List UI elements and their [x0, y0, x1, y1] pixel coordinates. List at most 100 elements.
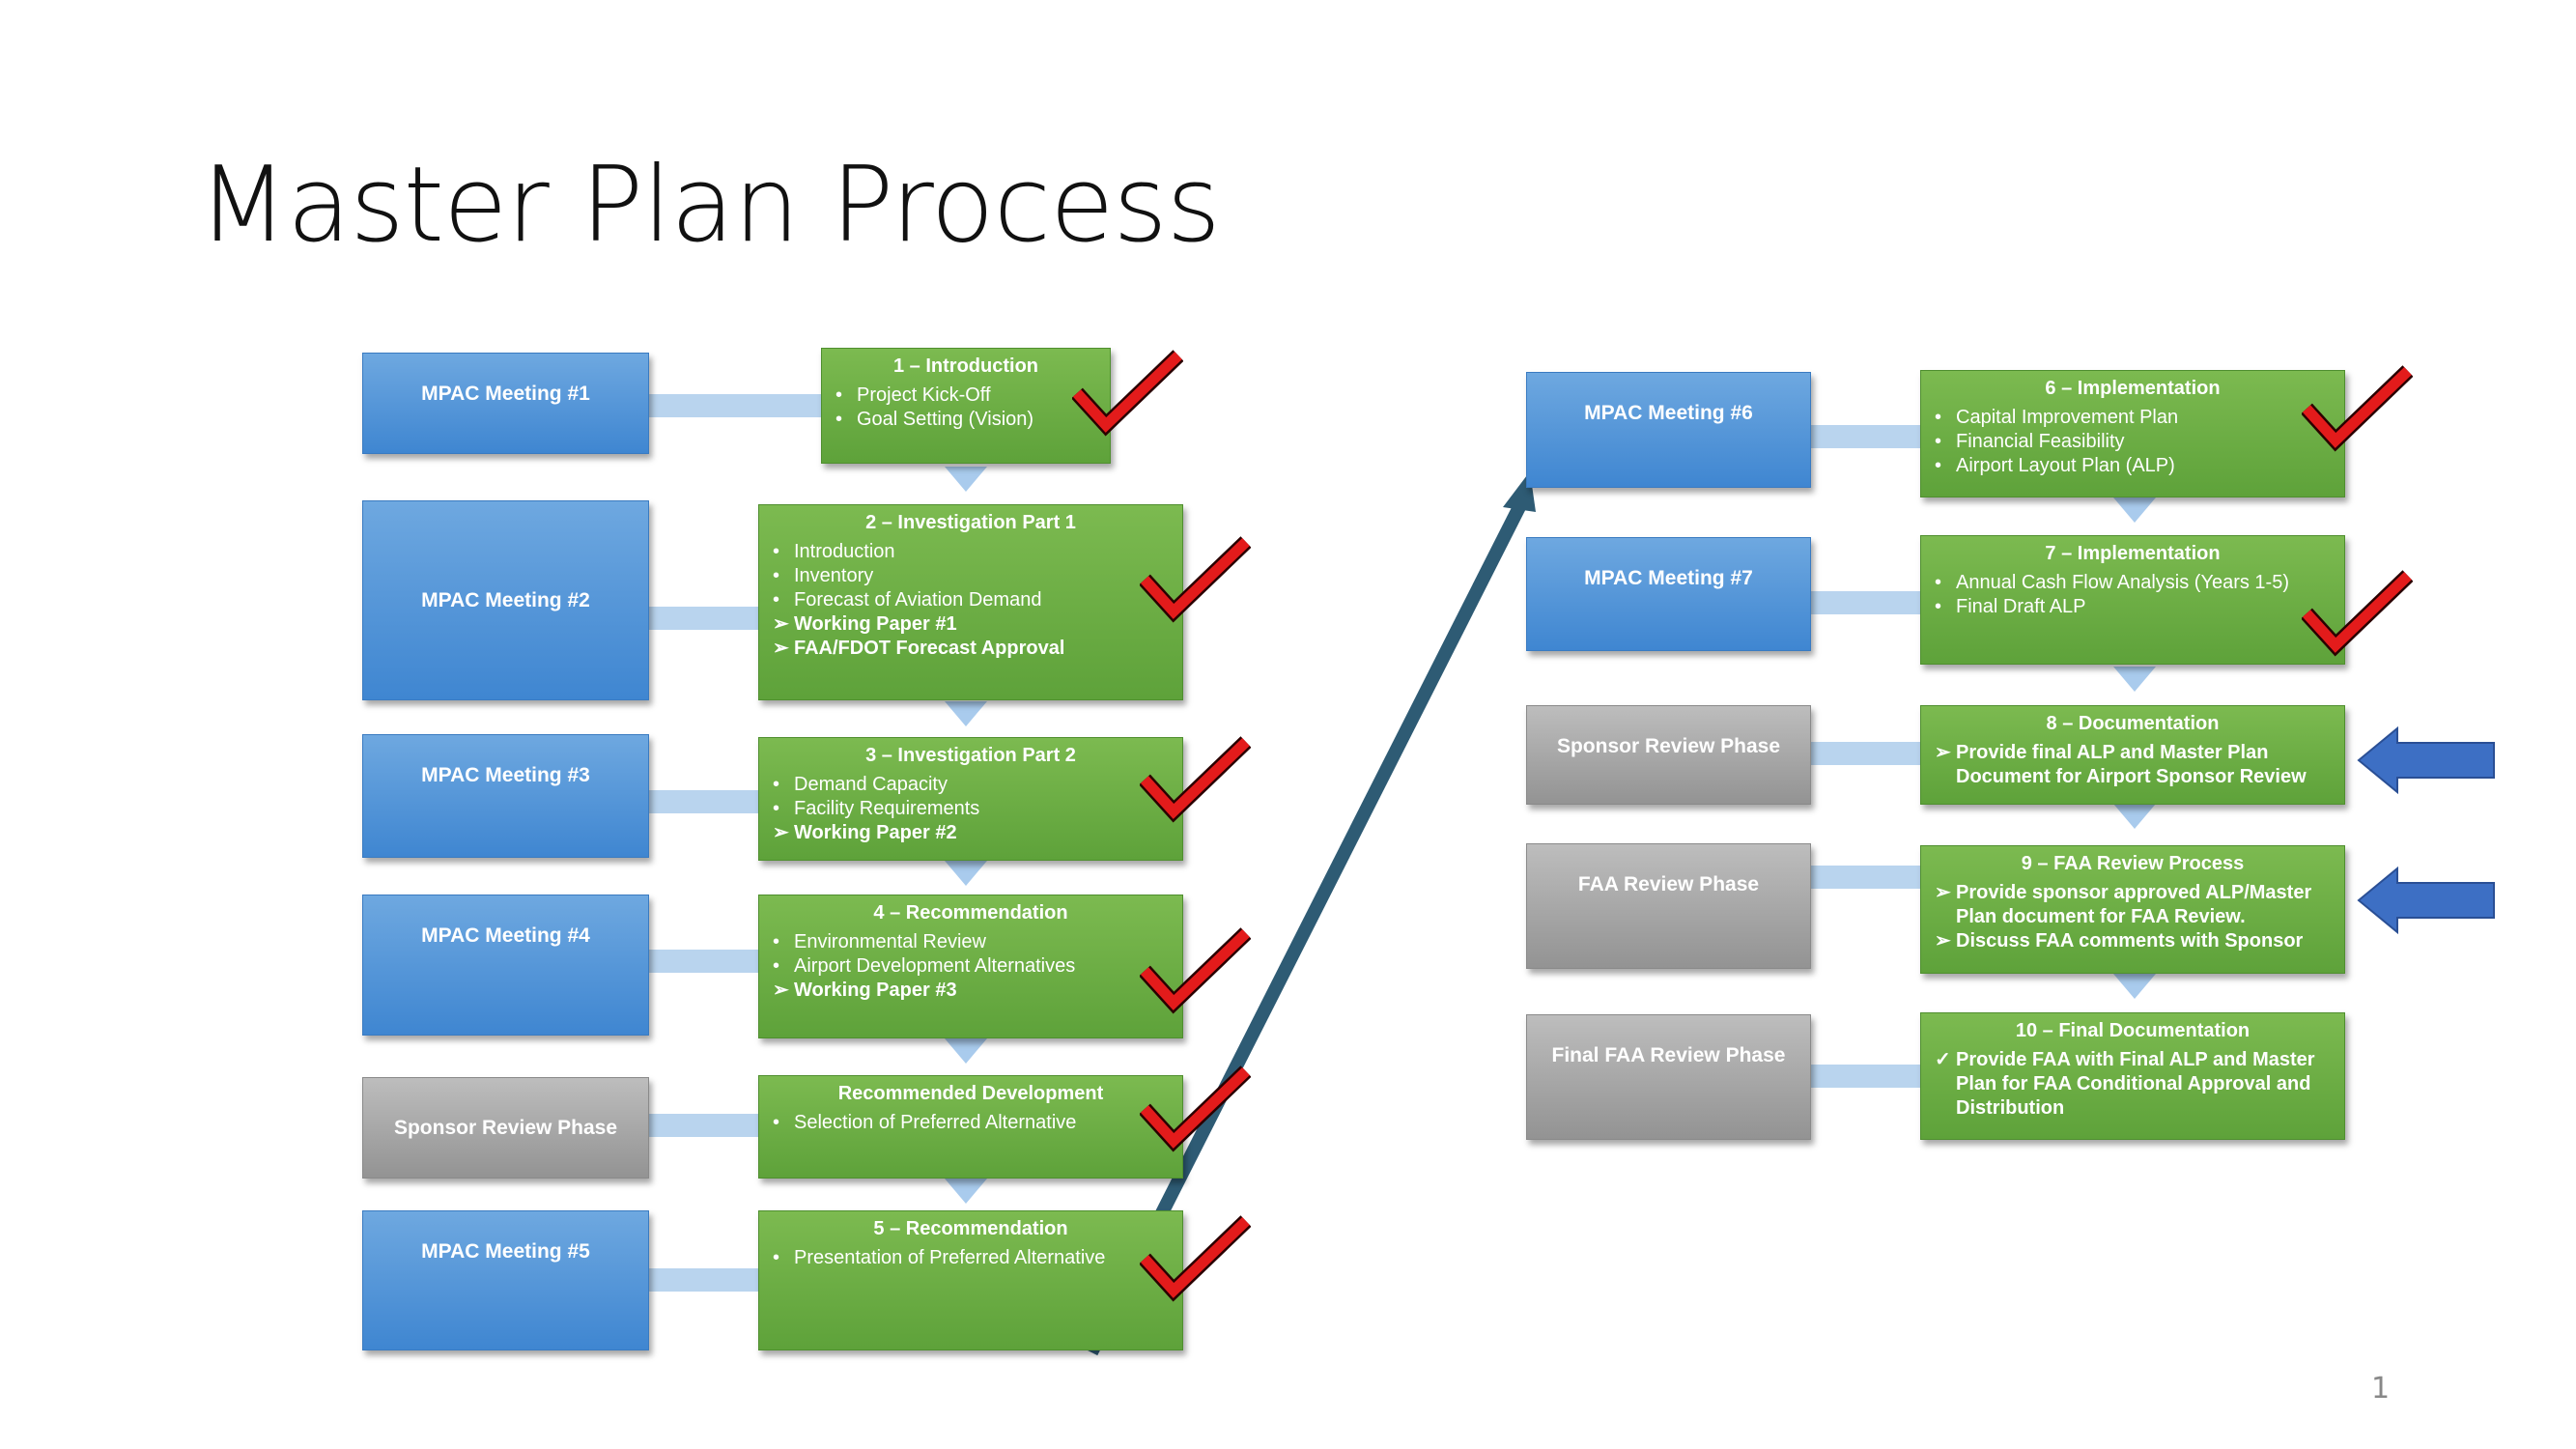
- down-arrow: [2113, 667, 2156, 692]
- connector: [649, 1268, 765, 1292]
- step-item: •Presentation of Preferred Alternative: [773, 1247, 1106, 1268]
- step-item: •Financial Feasibility: [1935, 431, 2125, 452]
- mpac-meeting-5[interactable]: MPAC Meeting #5: [362, 1210, 649, 1350]
- step-item: ➢Provide sponsor approved ALP/Master Pla…: [1935, 882, 2312, 927]
- step-title: 3 – Investigation Part 2: [865, 745, 1076, 766]
- check-icon: [2302, 365, 2413, 452]
- step-title: 4 – Recommendation: [873, 902, 1068, 923]
- meeting-label: MPAC Meeting #3: [421, 764, 590, 786]
- check-icon: [1140, 927, 1251, 1014]
- step-item: •Goal Setting (Vision): [835, 409, 1034, 430]
- step-3-investigation-part-2[interactable]: 3 – Investigation Part 2 •Demand Capacit…: [758, 737, 1183, 861]
- step-item: ➢FAA/FDOT Forecast Approval: [773, 638, 1065, 659]
- step-9-faa-review-process[interactable]: 9 – FAA Review Process ➢Provide sponsor …: [1920, 845, 2345, 974]
- meeting-label: MPAC Meeting #1: [421, 383, 590, 405]
- arrow-left-icon: [2357, 867, 2495, 934]
- step-item: ➢Working Paper #3: [773, 980, 957, 1001]
- down-arrow: [2113, 804, 2156, 829]
- meeting-label: FAA Review Phase: [1577, 873, 1760, 895]
- step-title: 5 – Recommendation: [873, 1218, 1068, 1239]
- meeting-label: Final FAA Review Phase: [1551, 1044, 1786, 1066]
- connector: [1811, 1065, 1927, 1088]
- step-title: 6 – Implementation: [2045, 378, 2221, 399]
- step-title: 1 – Introduction: [893, 355, 1038, 377]
- mpac-meeting-7[interactable]: MPAC Meeting #7: [1526, 537, 1811, 651]
- step-title: 7 – Implementation: [2045, 543, 2221, 564]
- check-icon: [1140, 1065, 1251, 1152]
- step-item: •Selection of Preferred Alternative: [773, 1112, 1077, 1133]
- step-7-implementation[interactable]: 7 – Implementation •Annual Cash Flow Ana…: [1920, 535, 2345, 665]
- meeting-label: MPAC Meeting #5: [421, 1240, 590, 1263]
- step-title: 2 – Investigation Part 1: [865, 512, 1076, 533]
- down-arrow: [2113, 497, 2156, 523]
- step-item: •Final Draft ALP: [1935, 596, 2086, 617]
- faa-review-phase[interactable]: FAA Review Phase: [1526, 843, 1811, 969]
- check-icon: [1140, 536, 1251, 623]
- meeting-label: Sponsor Review Phase: [1556, 735, 1781, 757]
- step-item: ➢Working Paper #1: [773, 613, 957, 635]
- step-item: •Project Kick-Off: [835, 384, 991, 406]
- connector: [1811, 591, 1927, 614]
- connector: [649, 1114, 765, 1137]
- step-item: ✓Provide FAA with Final ALP and Master P…: [1935, 1049, 2315, 1119]
- check-icon: [1072, 350, 1183, 437]
- step-item: •Capital Improvement Plan: [1935, 407, 2179, 428]
- step-item: ➢Provide final ALP and Master Plan Docum…: [1935, 742, 2307, 787]
- step-title: 9 – FAA Review Process: [2021, 853, 2245, 874]
- step-item: •Facility Requirements: [773, 798, 980, 819]
- sponsor-review-phase[interactable]: Sponsor Review Phase: [362, 1077, 649, 1179]
- down-arrow: [945, 1179, 987, 1204]
- connector: [649, 607, 765, 630]
- step-item: •Airport Development Alternatives: [773, 955, 1076, 977]
- step-item: •Environmental Review: [773, 931, 986, 952]
- connector: [1811, 425, 1927, 448]
- mpac-meeting-4[interactable]: MPAC Meeting #4: [362, 895, 649, 1036]
- step-6-implementation[interactable]: 6 – Implementation •Capital Improvement …: [1920, 370, 2345, 497]
- down-arrow: [945, 861, 987, 886]
- down-arrow: [945, 1038, 987, 1064]
- meeting-label: MPAC Meeting #2: [421, 588, 590, 611]
- step-2-investigation-part-1[interactable]: 2 – Investigation Part 1 •Introduction •…: [758, 504, 1183, 700]
- connector: [1811, 742, 1927, 765]
- step-item: •Annual Cash Flow Analysis (Years 1-5): [1935, 572, 2289, 593]
- arrow-left-icon: [2357, 726, 2495, 794]
- step-8-documentation[interactable]: 8 – Documentation ➢Provide final ALP and…: [1920, 705, 2345, 805]
- connector: [649, 950, 765, 973]
- sponsor-review-phase-2[interactable]: Sponsor Review Phase: [1526, 705, 1811, 805]
- step-recommended-development[interactable]: Recommended Development •Selection of Pr…: [758, 1075, 1183, 1179]
- step-item: •Inventory: [773, 565, 874, 586]
- meeting-label: MPAC Meeting #4: [421, 924, 590, 947]
- meeting-label: MPAC Meeting #7: [1584, 567, 1753, 589]
- down-arrow: [945, 467, 987, 492]
- step-item: •Airport Layout Plan (ALP): [1935, 455, 2175, 476]
- connector: [649, 790, 765, 813]
- step-item: •Introduction: [773, 541, 895, 562]
- step-item: •Forecast of Aviation Demand: [773, 589, 1042, 611]
- meeting-label: MPAC Meeting #6: [1584, 402, 1753, 424]
- step-10-final-documentation[interactable]: 10 – Final Documentation ✓Provide FAA wi…: [1920, 1012, 2345, 1140]
- check-icon: [2302, 570, 2413, 657]
- final-faa-review-phase[interactable]: Final FAA Review Phase: [1526, 1014, 1811, 1140]
- step-1-introduction[interactable]: 1 – Introduction •Project Kick-Off •Goal…: [821, 348, 1111, 464]
- mpac-meeting-3[interactable]: MPAC Meeting #3: [362, 734, 649, 858]
- mpac-meeting-6[interactable]: MPAC Meeting #6: [1526, 372, 1811, 488]
- step-title: Recommended Development: [837, 1083, 1104, 1104]
- mpac-meeting-1[interactable]: MPAC Meeting #1: [362, 353, 649, 454]
- page-title: Master Plan Process: [198, 145, 1221, 266]
- step-4-recommendation[interactable]: 4 – Recommendation •Environmental Review…: [758, 895, 1183, 1038]
- step-item: ➢Discuss FAA comments with Sponsor: [1935, 930, 2304, 952]
- check-icon: [1140, 736, 1251, 823]
- step-title: 8 – Documentation: [2046, 713, 2220, 734]
- connector: [1811, 866, 1927, 889]
- page-number: 1: [2371, 1372, 2391, 1406]
- down-arrow: [2113, 974, 2156, 999]
- step-item: •Demand Capacity: [773, 774, 948, 795]
- down-arrow: [945, 701, 987, 726]
- check-icon: [1140, 1215, 1251, 1302]
- connector: [649, 394, 829, 417]
- step-5-recommendation[interactable]: 5 – Recommendation •Presentation of Pref…: [758, 1210, 1183, 1350]
- step-title: 10 – Final Documentation: [2015, 1020, 2250, 1041]
- meeting-label: Sponsor Review Phase: [393, 1116, 618, 1139]
- step-item: ➢Working Paper #2: [773, 822, 957, 843]
- mpac-meeting-2[interactable]: MPAC Meeting #2: [362, 500, 649, 700]
